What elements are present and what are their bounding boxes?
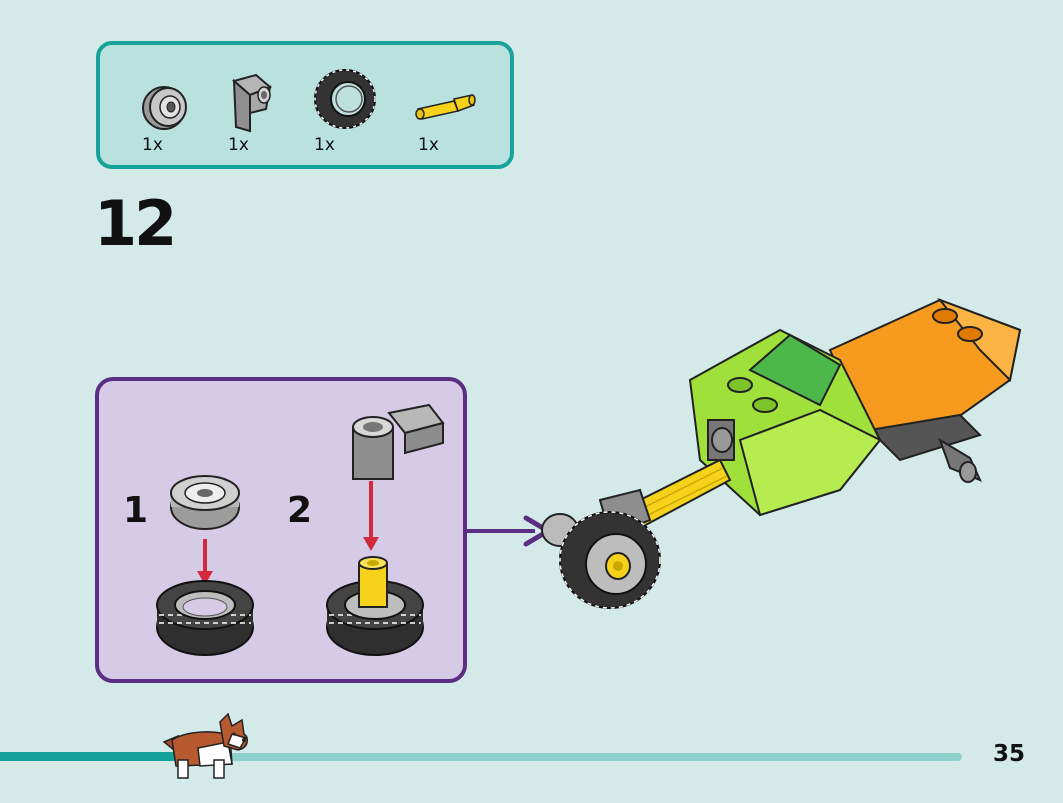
assembly-pointer-arrow-shaft — [467, 529, 535, 533]
dog-mascot-icon — [158, 712, 254, 782]
hub-wheel-icon — [169, 473, 249, 537]
main-model-illustration — [540, 290, 1040, 620]
part-qty-connector: 1x — [228, 135, 249, 155]
wheel-with-pin-icon — [323, 553, 427, 659]
parts-list-box: 1x 1x 1x 1x — [96, 41, 514, 169]
part-qty-axle: 1x — [418, 135, 439, 155]
sub-assembly-box: 1 2 — [95, 377, 467, 683]
part-qty-hub: 1x — [142, 135, 163, 155]
gray-hub-wheel-icon — [140, 83, 192, 133]
page-number: 35 — [993, 741, 1026, 767]
progress-bar-fill — [0, 752, 175, 761]
part-qty-tire: 1x — [314, 135, 335, 155]
connector-part-icon — [349, 401, 445, 483]
sub-step-1-number: 1 — [123, 490, 149, 531]
tire-icon — [153, 577, 257, 659]
sub-step-2-number: 2 — [287, 490, 313, 531]
black-tire-icon — [312, 67, 378, 131]
step-number: 12 — [94, 187, 177, 260]
yellow-axle-pin-icon — [414, 93, 476, 123]
gray-pin-connector-icon — [226, 69, 274, 135]
progress-bar-track — [175, 753, 962, 761]
insert-arrow-shaft-1 — [203, 539, 207, 577]
insert-arrow-shaft-2 — [369, 481, 373, 543]
insert-arrow-head-2 — [363, 537, 379, 551]
